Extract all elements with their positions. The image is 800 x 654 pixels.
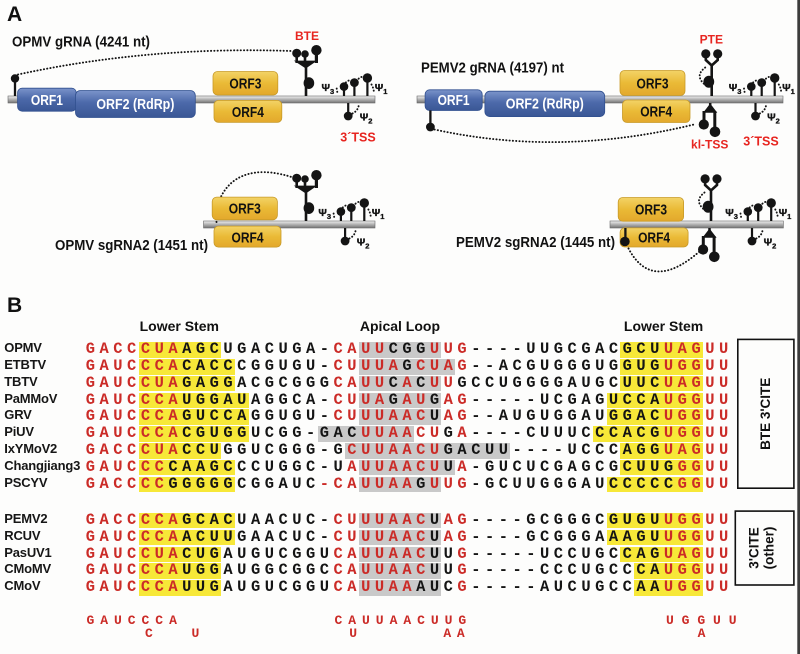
svg-text:ORF4: ORF4 [232, 230, 264, 246]
svg-text:ORF1: ORF1 [438, 93, 470, 109]
svg-text:ORF3: ORF3 [635, 203, 667, 219]
svg-text:PEMV2 gRNA (4197) nt: PEMV2 gRNA (4197) nt [421, 61, 564, 77]
svg-text:PEMV2 sgRNA2 (1445 nt): PEMV2 sgRNA2 (1445 nt) [456, 235, 615, 251]
svg-text:OPMV gRNA (4241 nt): OPMV gRNA (4241 nt) [12, 35, 150, 51]
svg-text:ORF3: ORF3 [229, 77, 261, 93]
svg-text:3'CITE(other): 3'CITE(other) [747, 527, 777, 570]
svg-text:BTE: BTE [295, 29, 319, 43]
svg-text:ORF4: ORF4 [638, 231, 670, 247]
svg-text:3´TSS: 3´TSS [340, 131, 375, 145]
svg-text:PTE: PTE [700, 33, 723, 47]
svg-text:A: A [7, 3, 22, 26]
svg-text:OPMV sgRNA2 (1451 nt): OPMV sgRNA2 (1451 nt) [55, 238, 208, 254]
svg-text:ORF4: ORF4 [232, 105, 264, 121]
svg-text:3´TSS: 3´TSS [743, 135, 778, 149]
svg-text:BTE 3'CITE: BTE 3'CITE [758, 378, 773, 450]
svg-text:ORF3: ORF3 [229, 202, 261, 218]
svg-text:ORF2 (RdRp): ORF2 (RdRp) [96, 97, 174, 113]
svg-text:ORF1: ORF1 [31, 93, 63, 109]
svg-text:B: B [7, 294, 22, 317]
svg-text:ORF2 (RdRp): ORF2 (RdRp) [506, 97, 584, 113]
svg-text:kl-TSS: kl-TSS [691, 138, 728, 152]
svg-text:ORF3: ORF3 [637, 76, 669, 92]
svg-text:ORF4: ORF4 [640, 105, 672, 121]
